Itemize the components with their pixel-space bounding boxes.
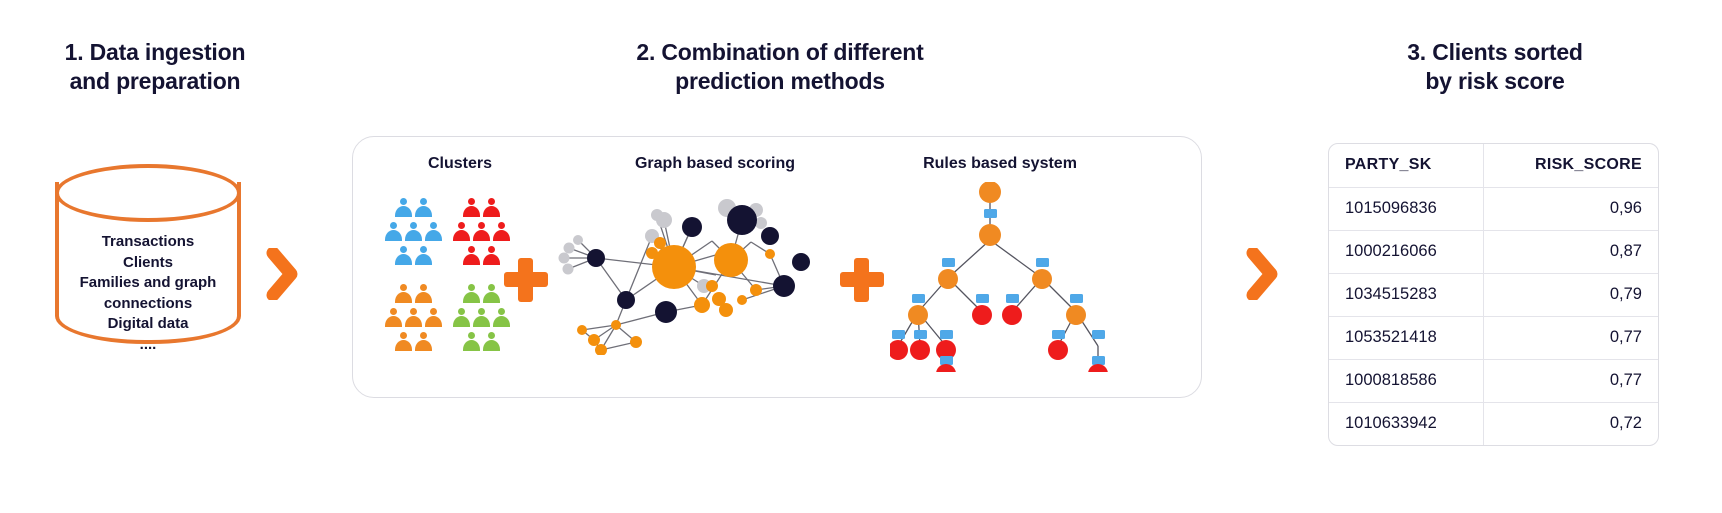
- table-row[interactable]: 1034515283 0,79: [1329, 273, 1658, 317]
- database-cylinder-icon: Transactions Clients Families and graph …: [55, 164, 255, 364]
- person-icon: [472, 308, 490, 330]
- person-icon: [394, 198, 412, 220]
- person-icon: [462, 198, 480, 220]
- person-icon: [492, 222, 510, 244]
- person-icon: [394, 246, 412, 268]
- table-row[interactable]: 1000818586 0,77: [1329, 359, 1658, 403]
- method-label-clusters: Clusters: [427, 155, 493, 172]
- cell-risk-score: 0,72: [1609, 414, 1642, 433]
- person-icon: [472, 222, 490, 244]
- person-icon: [404, 222, 422, 244]
- chevron-right-icon-2: [1246, 248, 1280, 300]
- people-cluster-icon: [382, 198, 512, 358]
- cell-party-sk: 1000818586: [1329, 359, 1485, 403]
- method-label-graph: Graph based scoring: [634, 155, 796, 172]
- cluster-red: [450, 198, 512, 270]
- cell-party-sk: 1010633942: [1329, 402, 1485, 445]
- person-icon: [414, 246, 432, 268]
- method-label-rules: Rules based system: [923, 155, 1077, 172]
- person-icon: [462, 332, 480, 354]
- person-icon: [414, 198, 432, 220]
- person-icon: [452, 308, 470, 330]
- person-icon: [414, 332, 432, 354]
- table-row[interactable]: 1000216066 0,87: [1329, 230, 1658, 274]
- person-icon: [462, 246, 480, 268]
- cluster-green: [450, 284, 512, 356]
- person-icon: [394, 284, 412, 306]
- column-header-risk-score: RISK_SCORE: [1483, 144, 1658, 188]
- stage-2-title: 2. Combination of different prediction m…: [636, 39, 924, 94]
- stage-2-column: 2. Combination of different prediction m…: [560, 38, 1000, 96]
- stage-1-column: 1. Data ingestion and preparation: [20, 38, 290, 96]
- cell-risk-score: 0,77: [1483, 359, 1658, 403]
- person-icon: [394, 332, 412, 354]
- person-icon: [482, 246, 500, 268]
- stage-3-column: 3. Clients sorted by risk score: [1330, 38, 1660, 96]
- cylinder-top-ellipse: [55, 164, 241, 222]
- person-icon: [424, 308, 442, 330]
- table-body: 1015096836 0,96 1000216066 0,87 10345152…: [1329, 187, 1658, 445]
- results-table: PARTY_SK RISK_SCORE 1015096836 0,96 1000…: [1328, 143, 1659, 446]
- table-row[interactable]: 1010633942 0,72: [1329, 402, 1658, 445]
- stage-1-title: 1. Data ingestion and preparation: [64, 39, 246, 94]
- cluster-blue: [382, 198, 444, 270]
- column-header-party-sk: PARTY_SK: [1329, 144, 1485, 188]
- network-graph-icon: [556, 190, 831, 356]
- risk-score-table: PARTY_SK RISK_SCORE 1015096836 0,96 1000…: [1329, 144, 1658, 445]
- cell-risk-score: 0,77: [1483, 316, 1658, 360]
- cell-party-sk: 1000216066: [1329, 230, 1485, 274]
- table-header-row: PARTY_SK RISK_SCORE: [1329, 144, 1658, 188]
- person-icon: [424, 222, 442, 244]
- cell-party-sk: 1015096836: [1329, 187, 1485, 231]
- person-icon: [404, 308, 422, 330]
- person-icon: [384, 222, 402, 244]
- person-icon: [384, 308, 402, 330]
- person-icon: [414, 284, 432, 306]
- person-icon: [492, 308, 510, 330]
- table-row[interactable]: 1015096836 0,96: [1329, 187, 1658, 231]
- cell-party-sk: 1034515283: [1329, 273, 1485, 317]
- cluster-orange: [382, 284, 444, 356]
- person-icon: [452, 222, 470, 244]
- person-icon: [462, 284, 480, 306]
- person-icon: [482, 332, 500, 354]
- cell-risk-score: 0,87: [1483, 230, 1658, 274]
- cell-risk-score: 0,96: [1483, 187, 1658, 231]
- cell-risk-score: 0,79: [1483, 273, 1658, 317]
- chevron-right-icon: [266, 248, 300, 300]
- cell-party-sk: 1053521418: [1329, 316, 1485, 360]
- stage-3-title: 3. Clients sorted by risk score: [1407, 39, 1583, 94]
- table-row[interactable]: 1053521418 0,77: [1329, 316, 1658, 360]
- person-icon: [482, 284, 500, 306]
- database-contents-text: Transactions Clients Families and graph …: [79, 233, 217, 353]
- plus-operator-1: [504, 258, 548, 302]
- person-icon: [482, 198, 500, 220]
- decision-tree-icon: [888, 181, 1120, 384]
- plus-operator-2: [840, 258, 884, 302]
